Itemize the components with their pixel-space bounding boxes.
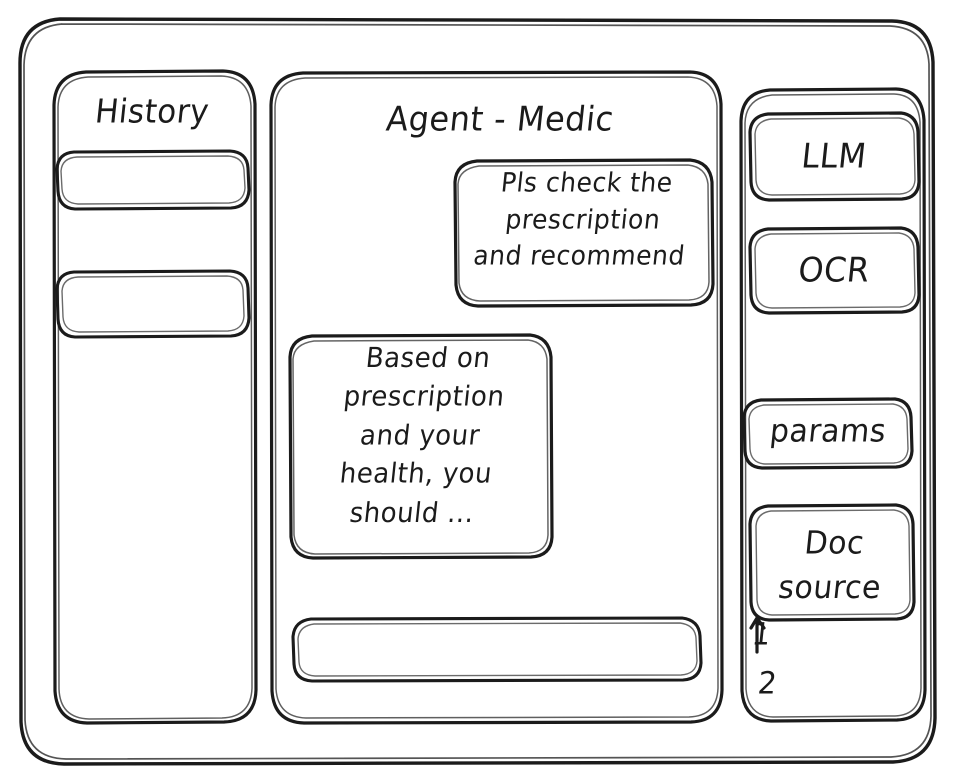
history-item-2-outline	[55, 269, 251, 339]
agent-panel	[271, 72, 722, 723]
history-panel	[54, 71, 257, 723]
tools-panel-outline	[739, 87, 927, 723]
tools-panel	[741, 89, 925, 721]
agent-message-bubble-outline	[288, 333, 554, 560]
composer-input-outline	[291, 616, 703, 683]
agent-panel-outline	[269, 70, 724, 725]
llm-button-outline	[748, 111, 921, 202]
doc-list-connector	[749, 616, 766, 654]
params-button-outline	[742, 397, 914, 470]
doc-source-button-outline	[748, 503, 916, 622]
ocr-button-outline	[748, 226, 921, 315]
user-message-bubble-outline	[453, 158, 715, 308]
history-panel-outline	[52, 69, 258, 725]
window-frame	[18, 17, 937, 766]
history-item-1-outline	[55, 149, 251, 211]
